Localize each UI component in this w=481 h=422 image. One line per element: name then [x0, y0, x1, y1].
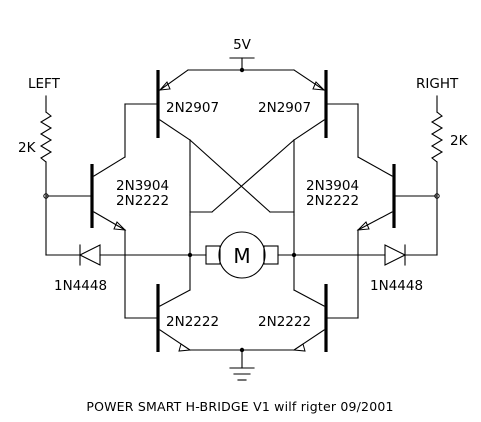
q-bottom-right-label: 2N2222 — [258, 314, 311, 330]
right-input-label: RIGHT — [416, 76, 459, 92]
supply-label: 5V — [233, 37, 252, 53]
diode-left — [78, 229, 193, 266]
transistor-top-left — [124, 69, 191, 216]
left-resistor-label: 2K — [18, 140, 37, 156]
diode-right-label: 1N4448 — [370, 278, 423, 294]
cross-wire-b — [211, 139, 295, 213]
q-bottom-left-label: 2N2222 — [166, 314, 219, 330]
cross-wire-a — [189, 139, 271, 213]
q-top-left-label: 2N2907 — [166, 100, 219, 116]
diode-right — [291, 229, 407, 266]
q-top-right-label: 2N2907 — [258, 100, 311, 116]
transistor-mid-left — [90, 103, 127, 231]
left-input-label: LEFT — [28, 76, 61, 92]
q-mid-left-label-a: 2N3904 — [116, 178, 169, 194]
q-mid-left-label-b: 2N2222 — [116, 193, 169, 209]
q-mid-right-label-a: 2N3904 — [306, 178, 359, 194]
transistor-bottom-right — [292, 254, 359, 352]
right-resistor — [393, 95, 444, 256]
transistor-bottom-left — [124, 254, 192, 352]
transistor-mid-right — [356, 103, 396, 231]
left-resistor — [39, 95, 93, 256]
right-resistor-label: 2K — [450, 133, 469, 149]
q-mid-right-label-b: 2N2222 — [306, 193, 359, 209]
ground-symbol — [189, 347, 295, 381]
diode-left-label: 1N4448 — [54, 278, 107, 294]
motor-label: M — [233, 244, 250, 268]
motor — [189, 214, 295, 291]
schematic-caption: POWER SMART H-BRIDGE V1 wilf rigter 09/2… — [86, 399, 393, 414]
transistor-top-right — [293, 69, 359, 216]
